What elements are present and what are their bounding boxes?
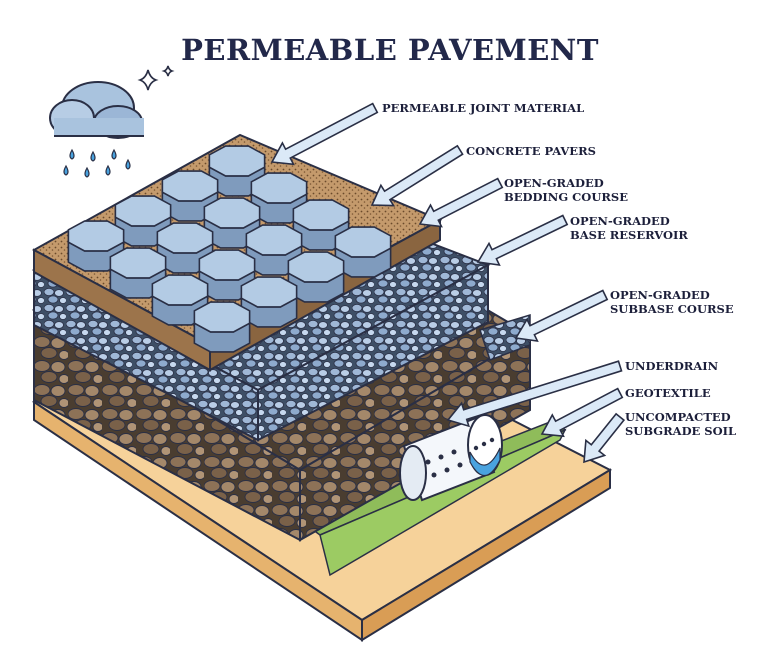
concrete-pavers-layer [67, 145, 392, 353]
paver [114, 195, 172, 227]
paver [161, 170, 219, 202]
diagram-title: PERMEABLE PAVEMENT [181, 33, 599, 67]
label-geotextile: GEOTEXTILE [625, 386, 711, 400]
label-concrete-pavers: CONCRETE PAVERS [466, 144, 596, 158]
label-permeable-joint-material: PERMEABLE JOINT MATERIAL [382, 101, 585, 115]
label-underdrain: UNDERDRAIN [625, 359, 719, 373]
paver [334, 226, 392, 258]
paver [203, 197, 261, 229]
callout-arrow [446, 360, 623, 428]
callout-arrow [583, 412, 626, 464]
callout-arrow [270, 102, 379, 166]
sparkle-icon [137, 65, 175, 91]
callout-arrows [270, 102, 626, 464]
paver [292, 199, 350, 231]
callout-arrow [370, 144, 464, 207]
callout-arrow [476, 214, 569, 266]
paver [198, 249, 256, 281]
callout-arrow [418, 177, 504, 228]
paver [156, 222, 214, 254]
paver [245, 224, 303, 256]
paver [208, 145, 266, 177]
paver [151, 274, 209, 306]
paver [193, 301, 251, 333]
underdrain-pipe [399, 414, 503, 502]
paver [250, 172, 308, 204]
rain-cloud-icon [49, 81, 144, 178]
callout-arrow [540, 387, 624, 438]
paver [109, 247, 167, 279]
paver [240, 276, 298, 308]
callout-arrow [514, 289, 609, 342]
paver [67, 220, 125, 252]
paver [287, 251, 345, 283]
